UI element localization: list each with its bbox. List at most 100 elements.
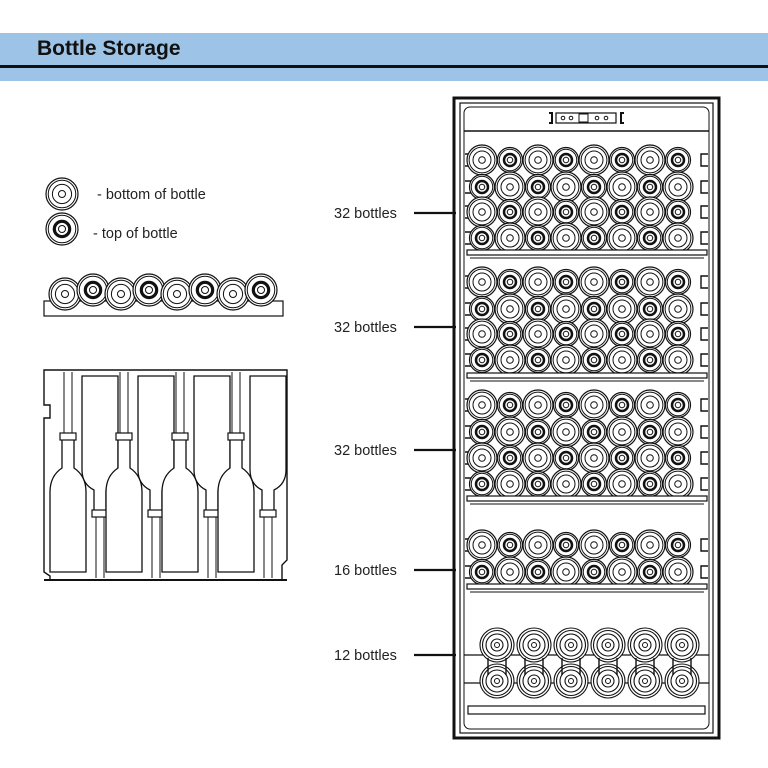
cabinet-bottle: [494, 293, 526, 325]
cabinet-bottle: [468, 224, 496, 252]
cabinet-bottle: [634, 442, 666, 474]
shelf-rail: [466, 249, 708, 256]
bottle-cap: [115, 432, 133, 441]
shelf-rail: [466, 495, 708, 502]
cabinet-bottle: [636, 346, 664, 374]
cabinet-bottle: [496, 391, 524, 419]
cabinet-bottle: [578, 529, 610, 561]
side-view-bottle: [216, 277, 250, 311]
cabinet-bottle: [664, 391, 692, 419]
cabinet-bottle: [580, 418, 608, 446]
cabinet-bottle: [552, 268, 580, 296]
bottle-cap: [59, 432, 77, 441]
cabinet-bottle: [466, 529, 498, 561]
inverted-bottle: [249, 375, 287, 513]
upright-bottle: [49, 437, 87, 573]
cabinet-bottle: [606, 171, 638, 203]
cabinet-bottle: [466, 196, 498, 228]
cabinet-bottle: [524, 346, 552, 374]
cabinet-bottle: [662, 293, 694, 325]
cabinet-bottle: [608, 320, 636, 348]
cabinet-bottle: [634, 196, 666, 228]
shelf-support: [700, 231, 708, 245]
side-view-bottle: [76, 273, 110, 307]
cabinet-bottle: [636, 173, 664, 201]
legend-label-top: - top of bottle: [93, 226, 178, 242]
cabinet-bottle: [466, 389, 498, 421]
shelf-support: [700, 565, 708, 579]
button-icon: [603, 115, 609, 121]
cabinet-bottle: [550, 222, 582, 254]
cabinet-bottle: [494, 468, 526, 500]
cabinet-bottle: [468, 470, 496, 498]
cabinet-bottle: [552, 391, 580, 419]
cabinet-bottle: [634, 529, 666, 561]
shelf-support: [700, 302, 708, 316]
cabinet-bottle: [590, 663, 626, 699]
page-title: Bottle Storage: [37, 37, 181, 60]
cabinet-bottle: [550, 556, 582, 588]
cabinet-bottle: [522, 144, 554, 176]
cabinet-bottle: [664, 627, 700, 663]
cabinet-bottle: [468, 346, 496, 374]
cabinet-bottle: [580, 558, 608, 586]
cabinet-bottle: [516, 627, 552, 663]
cabinet-bottle: [466, 144, 498, 176]
front-rack-view: [43, 369, 288, 581]
cabinet-bottle: [468, 295, 496, 323]
cabinet-bottle: [552, 146, 580, 174]
shelf-rail: [466, 372, 708, 379]
cabinet-bottle: [580, 346, 608, 374]
cabinet-bottle: [479, 627, 515, 663]
shelf-support: [700, 180, 708, 194]
side-view-bottle: [160, 277, 194, 311]
button-icon: [560, 115, 566, 121]
shelf-support: [700, 477, 708, 491]
cabinet-bottle: [608, 391, 636, 419]
cabinet-bottle: [578, 196, 610, 228]
cabinet-bottle: [662, 556, 694, 588]
header-banner: [0, 33, 768, 81]
side-view-row: [43, 273, 284, 317]
shelf-support: [700, 353, 708, 367]
shelf-section-5: [464, 627, 709, 715]
cabinet-bottle: [552, 444, 580, 472]
cabinet-bottle: [496, 320, 524, 348]
drawer-base: [467, 705, 706, 715]
section-label-3: 32 bottles: [334, 443, 397, 459]
cabinet-bottle: [466, 318, 498, 350]
cabinet-inner-frame: [459, 102, 714, 734]
cabinet-bottle: [496, 531, 524, 559]
cabinet-bottle: [662, 468, 694, 500]
cabinet-bottle: [522, 389, 554, 421]
cabinet-bottle: [578, 442, 610, 474]
section-label-4: 16 bottles: [334, 563, 397, 579]
cabinet-bottle: [524, 295, 552, 323]
cabinet-bottle: [494, 344, 526, 376]
cabinet-bottle: [522, 442, 554, 474]
cabinet-bottle: [636, 224, 664, 252]
shelf-support: [700, 205, 708, 219]
section-label-5: 12 bottles: [334, 648, 397, 664]
shelf-support: [700, 275, 708, 289]
cabinet-liner: [463, 106, 710, 730]
bottle-cap: [227, 432, 245, 441]
shelf-rail: [466, 583, 708, 590]
shelf-section-1: [465, 144, 708, 259]
cabinet-bottle: [662, 344, 694, 376]
cabinet-bottle: [522, 266, 554, 298]
cabinet-bottle: [606, 293, 638, 325]
cabinet-bottle: [636, 558, 664, 586]
leader-lines: [414, 211, 456, 657]
cabinet-bottle: [494, 416, 526, 448]
cabinet-bottle: [606, 344, 638, 376]
cabinet-bottle: [496, 268, 524, 296]
header-rule: [0, 65, 768, 68]
cabinet-bottle: [606, 222, 638, 254]
cabinet-bottle: [466, 442, 498, 474]
cabinet-bottle: [466, 266, 498, 298]
rack-outline: [43, 369, 288, 581]
side-view-bottle: [188, 273, 222, 307]
shelf-support: [700, 398, 708, 412]
